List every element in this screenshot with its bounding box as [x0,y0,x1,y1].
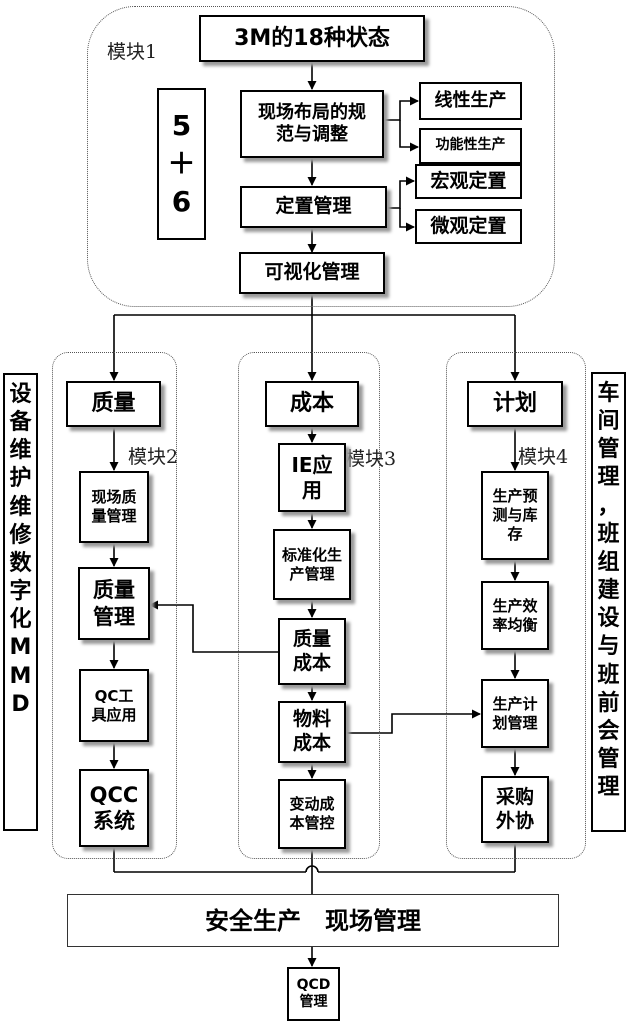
title-box-3m-states: 3M的18种状态 [199,15,425,62]
plan-item-forecast-inventory: 生产预 测与库 存 [481,471,549,560]
module-2-frame [52,352,177,859]
positioning-branch-micro: 微观定置 [415,209,522,244]
cost-item-standardization: 标准化生 产管理 [273,529,351,600]
quality-item-site-quality: 现场质 量管理 [79,471,149,543]
quality-head: 质量 [66,381,161,427]
module-1-label: 模块1 [107,41,158,63]
module-4-frame [446,352,586,859]
module-4-label: 模块4 [518,446,569,468]
bottom-bar-safety-site: 安全生产 现场管理 [67,894,559,947]
layout-box: 现场布局的规 范与调整 [240,90,384,158]
layout-branch-functional: 功能性生产 [419,128,522,164]
quality-item-quality-mgmt: 质量 管理 [78,567,150,640]
cost-item-quality-cost: 质量 成本 [278,618,346,685]
cost-head: 成本 [265,381,359,427]
layout-branch-linear: 线性生产 [419,82,522,120]
plan-item-efficiency: 生产效 率均衡 [481,581,549,650]
module-1-frame [87,6,555,307]
quality-item-qc-tools: QC工 具应用 [79,669,149,742]
module-2-label: 模块2 [128,446,179,468]
qcd-output-box: QCD 管理 [287,967,340,1021]
quality-item-qcc-system: QCC 系统 [79,769,149,847]
plan-item-production-plan: 生产计 划管理 [481,679,549,748]
cost-item-variable-cost: 变动成 本管控 [278,779,346,849]
positioning-branch-macro: 宏观定置 [415,164,522,199]
plan-item-purchasing: 采购 外协 [481,776,549,843]
module-3-label: 模块3 [346,448,397,470]
visual-management-box: 可视化管理 [239,252,385,294]
plan-head: 计划 [467,381,563,427]
cost-item-ie: IE应 用 [278,443,346,512]
side-box-5-plus-6: 5 ＋ 6 [157,88,206,240]
right-vertical-box: 车间管理，班组建设与班前会管理 [591,372,626,832]
cost-item-material-cost: 物料 成本 [278,701,346,763]
positioning-box: 定置管理 [240,186,387,228]
right-vertical-text: 车间管理，班组建设与班前会管理 [597,381,620,801]
flow-arrows [109,62,520,967]
module-3-frame [238,352,380,859]
